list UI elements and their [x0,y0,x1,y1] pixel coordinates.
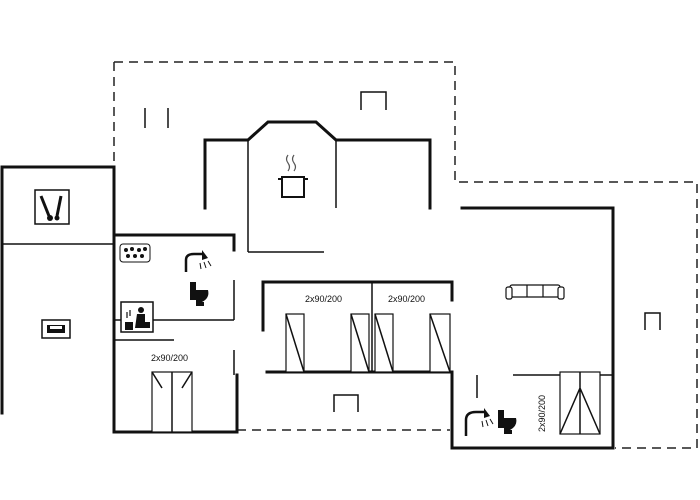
exterior-walls [0,120,615,450]
bed-lower-left [151,371,193,433]
terrace-outlines [113,61,698,449]
shower-icon [184,250,212,272]
toilet-icon [190,282,209,306]
sauna-icon [120,301,154,333]
bed-label-room-1: 2x90/200 [305,294,342,304]
bed-label-left: 2x90/200 [151,353,188,363]
bed-room-2 [374,313,451,373]
carport-icon [41,319,71,339]
bed-right [559,371,601,435]
bed-label-room-2: 2x90/200 [388,294,425,304]
whirlpool-icon [119,243,151,263]
wall-markers [144,91,661,412]
beds [151,313,601,435]
shower-icon-2 [464,408,494,436]
bed-room-1 [285,313,370,373]
toilet-icon-2 [498,410,517,434]
bed-label-right: 2x90/200 [537,395,547,432]
sofa-icon [505,284,565,300]
kitchen-icon [278,154,308,198]
utility-room-icon [34,189,70,225]
